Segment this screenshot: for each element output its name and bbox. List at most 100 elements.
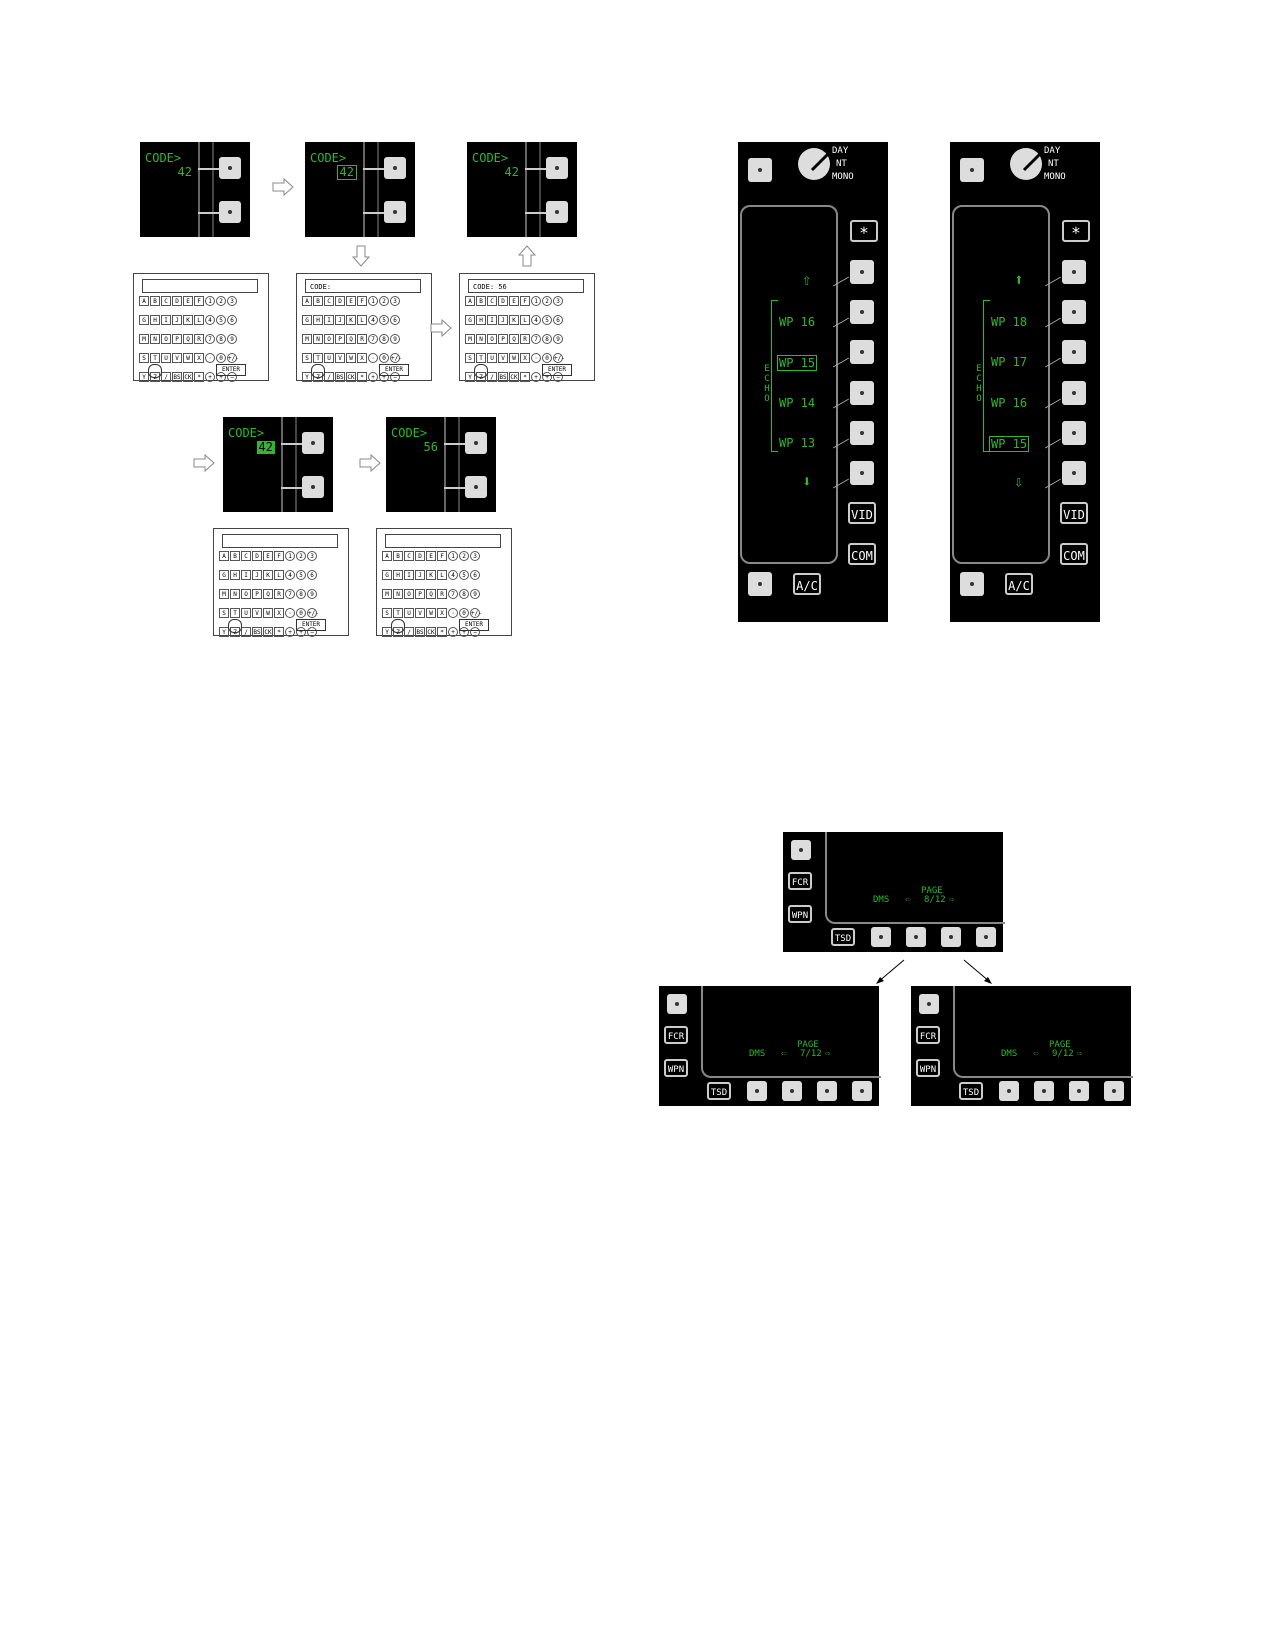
keyboard-key[interactable]: / [404,627,414,637]
keyboard-key[interactable]: +/- [470,608,482,618]
keyboard-key[interactable]: B [150,296,160,306]
keyboard-key[interactable]: L [437,570,447,580]
keyboard-key[interactable]: 6 [470,570,480,580]
keyboard-key[interactable]: N [150,334,160,344]
keyboard-key[interactable]: 4 [368,315,378,325]
keyboard-key[interactable]: − [227,372,237,382]
keyboard-key[interactable]: + [368,372,378,382]
page-right-arrow-icon[interactable]: ⇨ [1077,1049,1083,1059]
enter-key[interactable]: ENTER [296,619,326,631]
keyboard-key[interactable]: R [437,589,447,599]
keyboard-key[interactable]: 4 [448,570,458,580]
keyboard-key[interactable]: R [357,334,367,344]
osb-button[interactable] [1062,381,1086,405]
keyboard-key[interactable]: + [296,627,306,637]
fcr-button[interactable]: FCR [788,872,812,890]
keyboard-key[interactable]: E [346,296,356,306]
keyboard-key[interactable]: 2 [296,551,306,561]
keyboard-key[interactable]: 3 [470,551,480,561]
osb-button[interactable] [302,476,324,498]
keyboard-key[interactable]: 7 [531,334,541,344]
keyboard-key[interactable]: M [219,589,229,599]
keyboard-key[interactable]: Y [219,627,229,637]
osb-button[interactable] [384,201,406,223]
keyboard-key[interactable]: I [404,570,414,580]
keyboard-key[interactable]: 4 [285,570,295,580]
keyboard-key[interactable]: 2 [459,551,469,561]
keyboard-key[interactable]: Y [139,372,149,382]
keyboard-key[interactable]: W [346,353,356,363]
keyboard-key[interactable]: 1 [205,296,215,306]
keyboard-key[interactable]: CK [263,627,273,637]
keyboard-key[interactable]: A [219,551,229,561]
keyboard-key[interactable]: Q [183,334,193,344]
keyboard-key[interactable]: S [382,608,392,618]
keyboard-key[interactable]: CK [426,627,436,637]
page-left-arrow-icon[interactable]: ⇦ [905,895,911,905]
keyboard-key[interactable]: X [194,353,204,363]
keyboard-key[interactable]: W [263,608,273,618]
keyboard-key[interactable]: A [465,296,475,306]
keyboard-key[interactable]: I [324,315,334,325]
keyboard-key[interactable]: N [313,334,323,344]
keyboard-key[interactable]: V [252,608,262,618]
keyboard-key[interactable]: 3 [227,296,237,306]
keyboard-key[interactable]: + [448,627,458,637]
keyboard-key[interactable]: 3 [307,551,317,561]
keyboard-key[interactable]: M [139,334,149,344]
keyboard-key[interactable]: S [219,608,229,618]
enter-key[interactable]: ENTER [379,364,409,376]
keyboard-key[interactable]: B [230,551,240,561]
keyboard-key[interactable]: H [150,315,160,325]
keyboard-key[interactable]: M [302,334,312,344]
keyboard-key[interactable]: B [313,296,323,306]
keyboard-key[interactable]: L [357,315,367,325]
keyboard-key[interactable]: BS [172,372,182,382]
keyboard-key[interactable]: 6 [553,315,563,325]
keyboard-key[interactable]: W [509,353,519,363]
keyboard-key[interactable]: · [285,608,295,618]
keyboard-key[interactable]: 9 [390,334,400,344]
keyboard-key[interactable]: J [252,570,262,580]
keyboard-key[interactable]: + [542,372,552,382]
keyboard-key[interactable]: 8 [379,334,389,344]
osb-button[interactable] [1062,421,1086,445]
keyboard-key[interactable]: L [520,315,530,325]
keyboard-key[interactable]: / [324,372,334,382]
keyboard-key[interactable]: S [465,353,475,363]
keyboard-key[interactable]: +/- [227,353,239,363]
osb-button[interactable] [465,432,487,454]
tsd-button[interactable]: TSD [707,1082,731,1100]
keyboard-key[interactable]: I [161,315,171,325]
keyboard-key[interactable]: E [263,551,273,561]
enter-key[interactable]: ENTER [459,619,489,631]
osb-button[interactable] [852,1081,872,1101]
keyboard-key[interactable]: 8 [459,589,469,599]
keyboard-key[interactable]: K [426,570,436,580]
brightness-knob[interactable] [1010,148,1042,180]
keyboard-key[interactable]: K [183,315,193,325]
wp-row[interactable]: WP 16 [991,396,1028,410]
keyboard-key[interactable]: F [357,296,367,306]
osb-button[interactable] [219,201,241,223]
vid-button[interactable]: VID [848,502,876,524]
wp-row[interactable]: WP 16 [779,315,816,329]
keyboard-key[interactable]: 9 [307,589,317,599]
keyboard-key[interactable]: +/- [390,353,402,363]
keyboard-key[interactable]: G [219,570,229,580]
keyboard-key[interactable]: * [274,627,284,637]
keyboard-key[interactable]: J [415,570,425,580]
keyboard-key[interactable]: V [335,353,345,363]
keyboard-key[interactable]: E [509,296,519,306]
osb-button[interactable] [850,381,874,405]
osb-button[interactable] [546,201,568,223]
knob-icon[interactable] [391,619,405,633]
keyboard-key[interactable]: − [390,372,400,382]
keyboard-key[interactable]: · [448,608,458,618]
keyboard-key[interactable]: B [476,296,486,306]
keyboard-key[interactable]: U [324,353,334,363]
keyboard-key[interactable]: H [230,570,240,580]
wp-row[interactable]: WP 18 [991,315,1028,329]
keyboard-key[interactable]: P [415,589,425,599]
keyboard-key[interactable]: X [357,353,367,363]
